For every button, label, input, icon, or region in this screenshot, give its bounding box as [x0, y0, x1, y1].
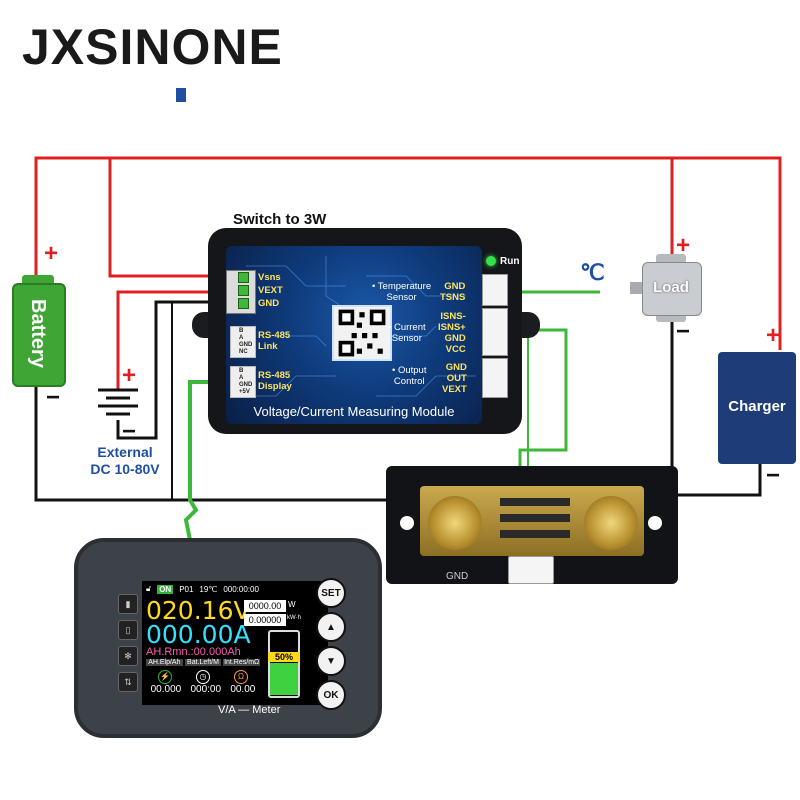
phone-menu-icon[interactable]: ▯: [118, 620, 138, 640]
current-reading: 000.00A: [146, 620, 251, 649]
module-title: Voltage/Current Measuring Module: [253, 404, 455, 419]
down-button[interactable]: ▼: [316, 646, 346, 676]
load-minus: −: [676, 318, 691, 345]
power-reading: 0000.00: [244, 600, 286, 612]
run-indicator: [486, 256, 496, 266]
vsns-label: Vsns: [258, 272, 281, 283]
status-on-badge: ON: [157, 584, 174, 594]
load-plus: +: [676, 232, 691, 259]
load-cap-top: [656, 254, 686, 264]
vext-label: VEXT: [258, 285, 283, 296]
load-cap-bottom: [656, 312, 686, 322]
stat-icons: ⚡ ◷ Ω: [146, 670, 260, 684]
remaining-ah: AH.Rmn.:00.000Ah: [146, 646, 241, 658]
temp-sensor-connector: [482, 274, 508, 306]
battery-percent: 50%: [268, 652, 300, 662]
shunt-slot-2: [500, 514, 570, 522]
qr-code: [332, 305, 392, 361]
output-control-connector: [482, 358, 508, 398]
shunt-mount-hole-left: [400, 516, 414, 530]
energy-unit: kW·h: [287, 615, 301, 621]
load-device: [642, 262, 702, 316]
fan-menu-icon[interactable]: ✻: [118, 646, 138, 666]
battery-label: Battery: [26, 298, 49, 368]
pcb-trace-pattern: [236, 256, 476, 397]
shunt-mount-hole-right: [648, 516, 662, 530]
battery-cap: [22, 275, 54, 285]
temperature-symbol: ℃: [580, 260, 605, 285]
vsns-terminal: [238, 272, 249, 283]
external-dc-label: External DC 10-80V: [90, 444, 160, 477]
charger-label: Charger: [728, 398, 786, 415]
charger-minus: −: [766, 462, 781, 489]
lock-icon: 🔓︎: [146, 584, 152, 593]
brand-mark: [176, 88, 186, 102]
load-label: Load: [653, 279, 689, 296]
profile-label: P01: [179, 584, 194, 594]
run-label: Run: [500, 256, 520, 267]
external-plus: +: [122, 362, 137, 389]
current-sensor-connector: [482, 308, 508, 356]
battery-plus: +: [44, 240, 59, 267]
time-reading: 000:00:00: [223, 584, 259, 594]
shunt-bolt-right: [584, 496, 638, 550]
ok-button[interactable]: OK: [316, 680, 346, 710]
gnd-label: GND: [258, 298, 280, 309]
load-shaft: [630, 282, 644, 294]
clock-icon: ◷: [196, 670, 210, 684]
power-unit: W: [288, 600, 296, 609]
shunt-bolt-left: [428, 496, 482, 550]
brand-logo: JXSINONE: [22, 19, 283, 75]
shunt-slot-3: [500, 530, 570, 538]
battery-menu-icon[interactable]: ▮: [118, 594, 138, 614]
temp-reading: 19℃: [199, 584, 218, 594]
lightning-icon: ⚡: [158, 670, 172, 684]
external-minus: −: [122, 418, 137, 445]
battery-gauge-fill: [270, 663, 298, 695]
stat-headers: AH.Elp/Ah Bat.Left/M Int.Res/mΩ: [146, 659, 261, 666]
arrows-menu-icon[interactable]: ⇅: [118, 672, 138, 692]
charger: [718, 352, 796, 464]
ohm-icon: Ω: [234, 670, 248, 684]
shunt-connector: [508, 556, 554, 584]
stat-values: 00.000 000:00 00.00: [150, 684, 256, 695]
charger-plus: +: [766, 322, 781, 349]
up-button[interactable]: ▲: [316, 612, 346, 642]
battery-gauge: [268, 630, 300, 698]
set-button[interactable]: SET: [316, 578, 346, 608]
shunt-slot-1: [500, 498, 570, 506]
voltage-reading: 020.16V: [146, 596, 251, 625]
lcd-status-bar: 🔓︎ ON P01 19℃ 000:00:00: [146, 584, 259, 594]
gnd-terminal: [238, 298, 249, 309]
vext-terminal: [238, 285, 249, 296]
battery-minus: −: [46, 384, 61, 411]
energy-reading: 0.00000: [244, 614, 286, 626]
meter-brand-label: V/A — Meter: [218, 704, 281, 716]
switch-label: Switch to 3W: [233, 211, 327, 228]
battery: [12, 283, 66, 387]
shunt-gnd-label: GND: [446, 571, 469, 582]
